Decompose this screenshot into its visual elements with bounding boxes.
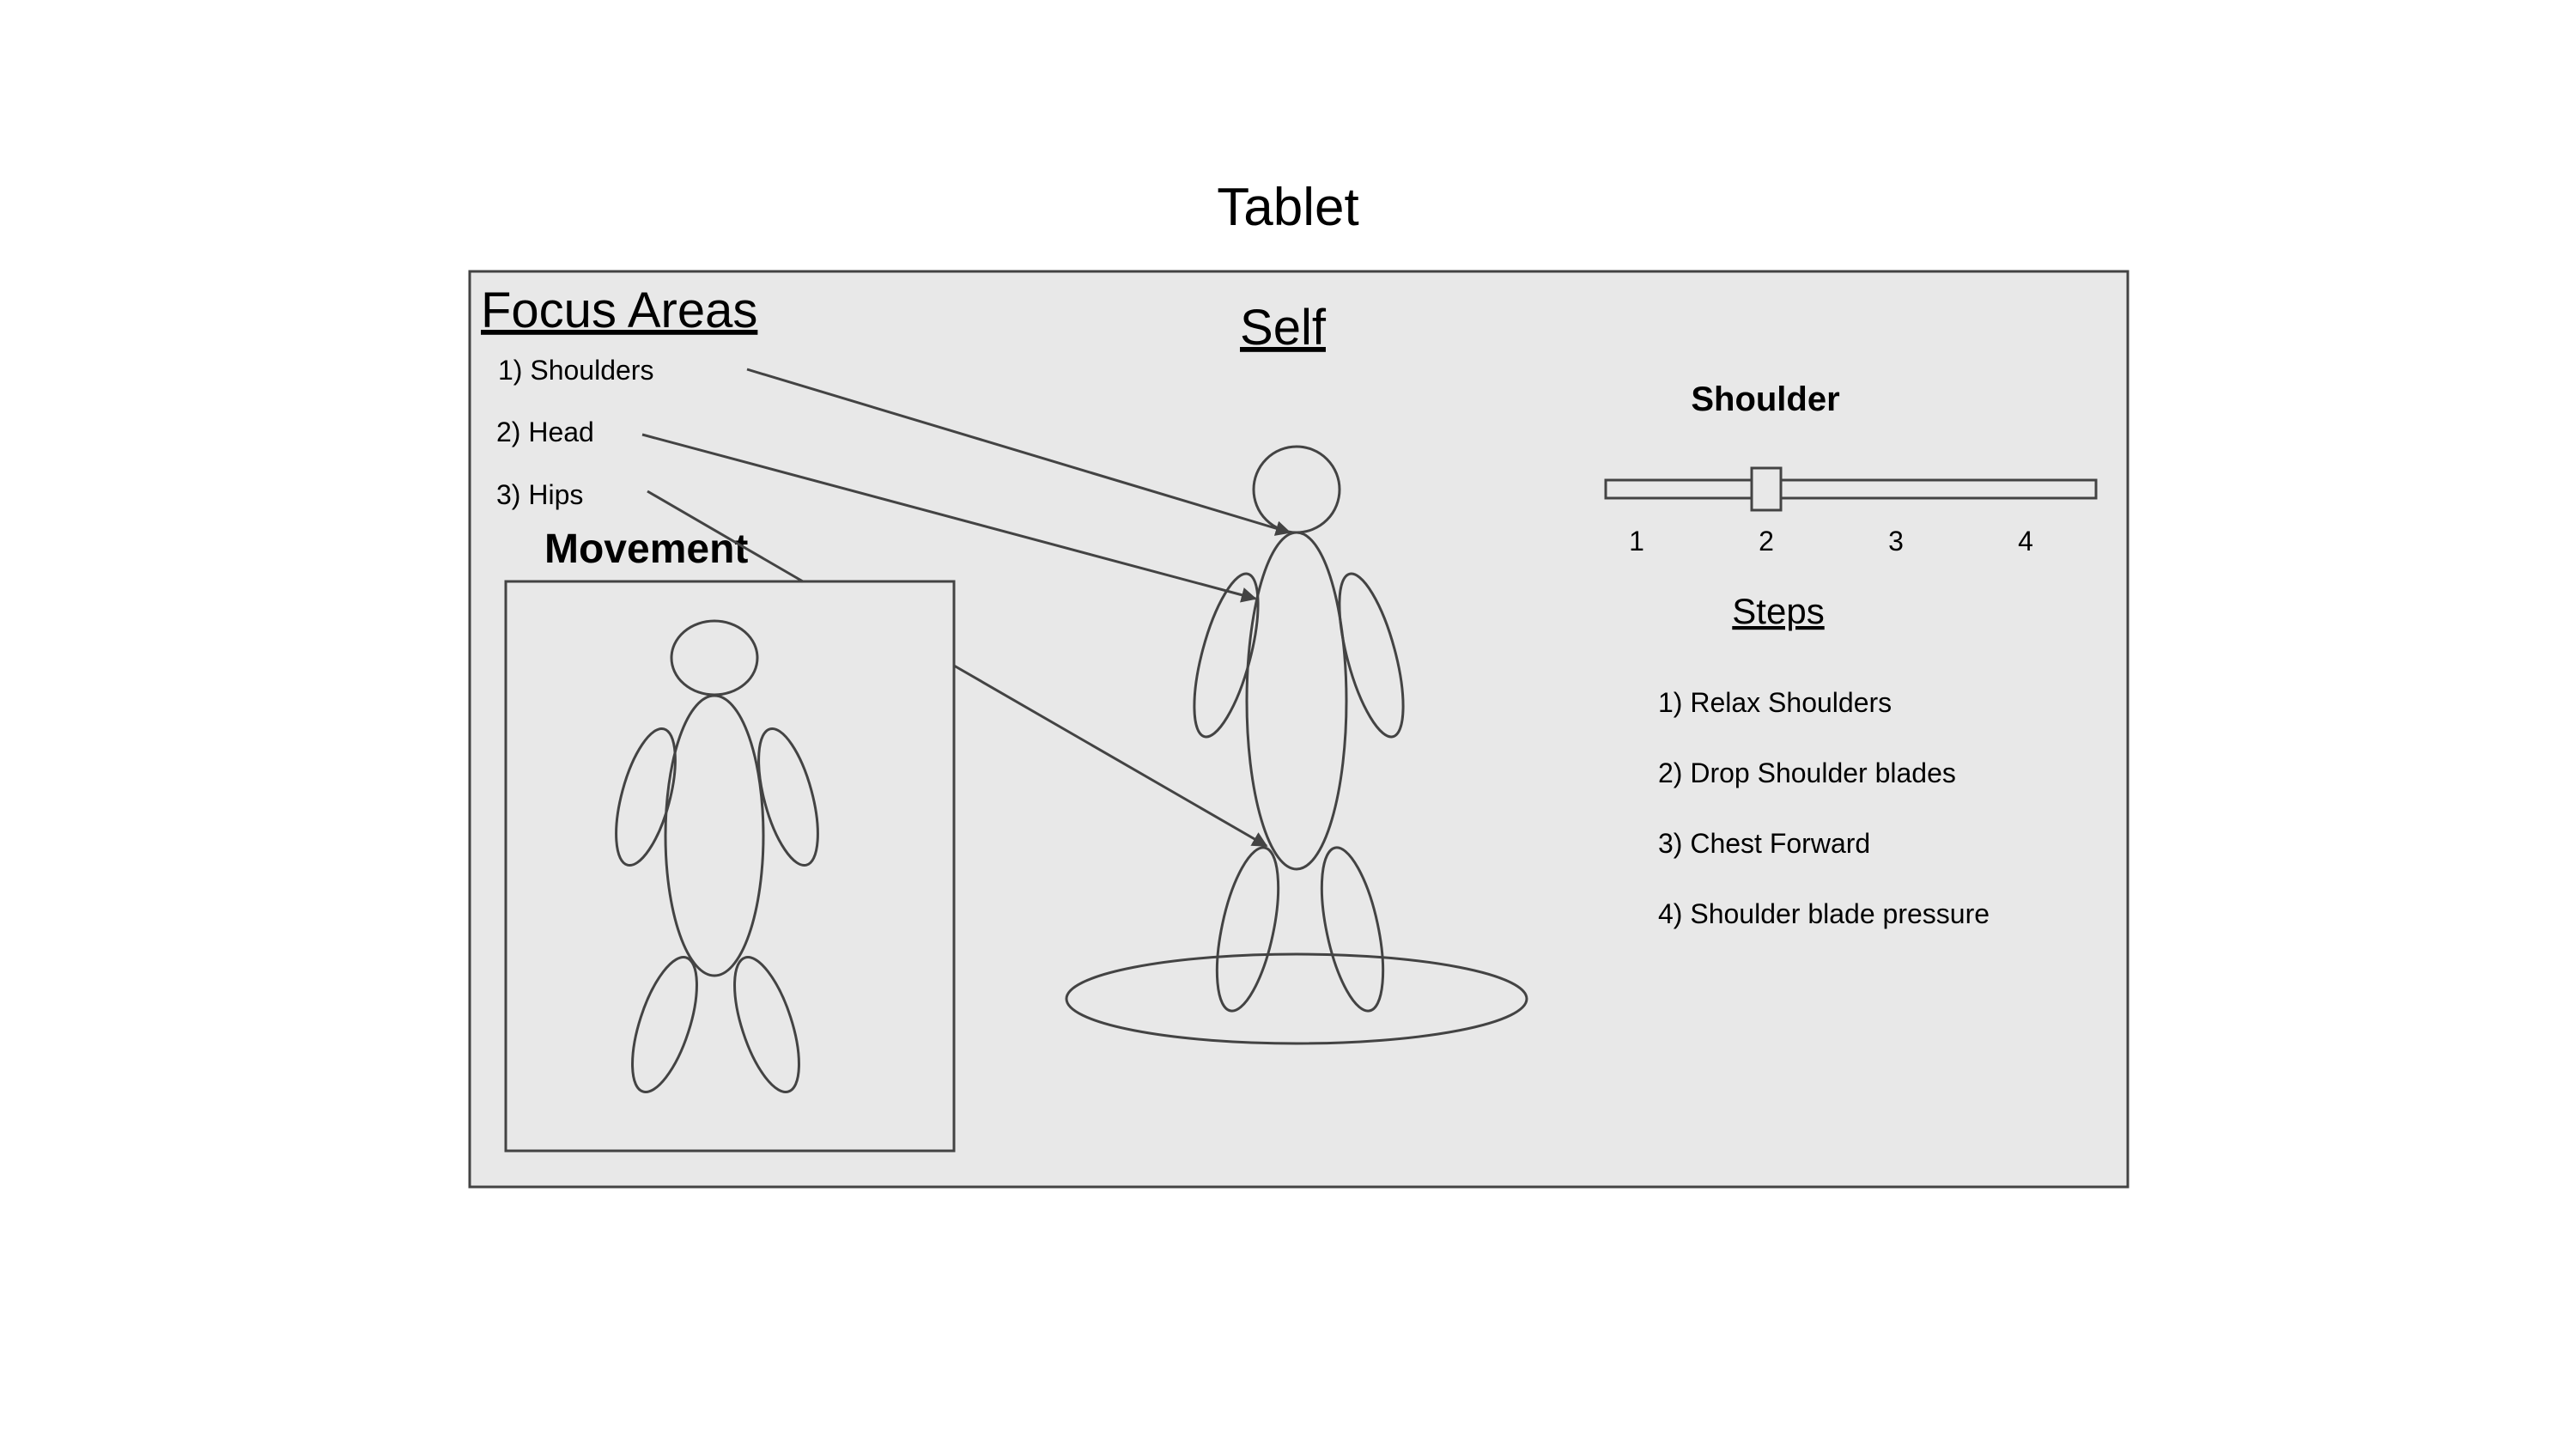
step-item: 3) Chest Forward	[1658, 828, 1870, 859]
movement-figure-right-leg	[733, 956, 800, 1093]
slider-track[interactable]	[1604, 478, 2098, 500]
steps-heading: Steps	[1732, 591, 1824, 631]
self-figure-left-leg	[1215, 846, 1280, 1013]
slider-tick-label: 2	[1759, 526, 1774, 557]
focus-areas-heading: Focus Areas	[481, 283, 757, 338]
slider-tick-label: 1	[1629, 526, 1644, 557]
page-title: Tablet	[1217, 178, 1358, 237]
self-figure-torso	[1245, 531, 1348, 871]
slider-thumb[interactable]	[1750, 466, 1783, 512]
self-heading: Self	[1240, 300, 1327, 356]
slider-tick-label: 4	[2018, 526, 2033, 557]
self-figure-right-leg	[1320, 846, 1385, 1013]
step-item: 2) Drop Shoulder blades	[1658, 757, 1956, 788]
movement-figure-left-arm	[615, 727, 677, 867]
self-figure-floor	[1065, 952, 1528, 1045]
step-item: 4) Shoulder blade pressure	[1658, 898, 1990, 929]
tablet-frame	[468, 270, 2129, 1189]
self-figure-right-arm	[1338, 572, 1405, 739]
arrow-movement-connector	[953, 664, 1268, 848]
slider-label: Shoulder	[1691, 380, 1839, 418]
focus-area-item-head[interactable]: 2) Head	[496, 417, 594, 447]
movement-heading: Movement	[544, 526, 748, 572]
slider-tick-labels: 1 2 3 4	[1629, 526, 2033, 557]
focus-area-item-shoulders[interactable]: 1) Shoulders	[498, 355, 653, 386]
step-item: 1) Relax Shoulders	[1658, 687, 1892, 718]
arrow-hips-connector	[647, 490, 804, 583]
arrow-head-connector	[641, 433, 1257, 603]
movement-figure-torso	[664, 694, 765, 977]
movement-figure	[615, 619, 819, 1093]
arrow-shoulders-connector	[746, 368, 1291, 536]
movement-panel	[504, 580, 956, 1153]
focus-area-item-hips[interactable]: 3) Hips	[496, 479, 583, 510]
movement-figure-right-arm	[757, 727, 819, 867]
self-figure	[1065, 445, 1528, 1045]
self-figure-left-arm	[1193, 572, 1260, 739]
movement-figure-left-leg	[631, 956, 698, 1093]
slider-tick-label: 3	[1888, 526, 1904, 557]
